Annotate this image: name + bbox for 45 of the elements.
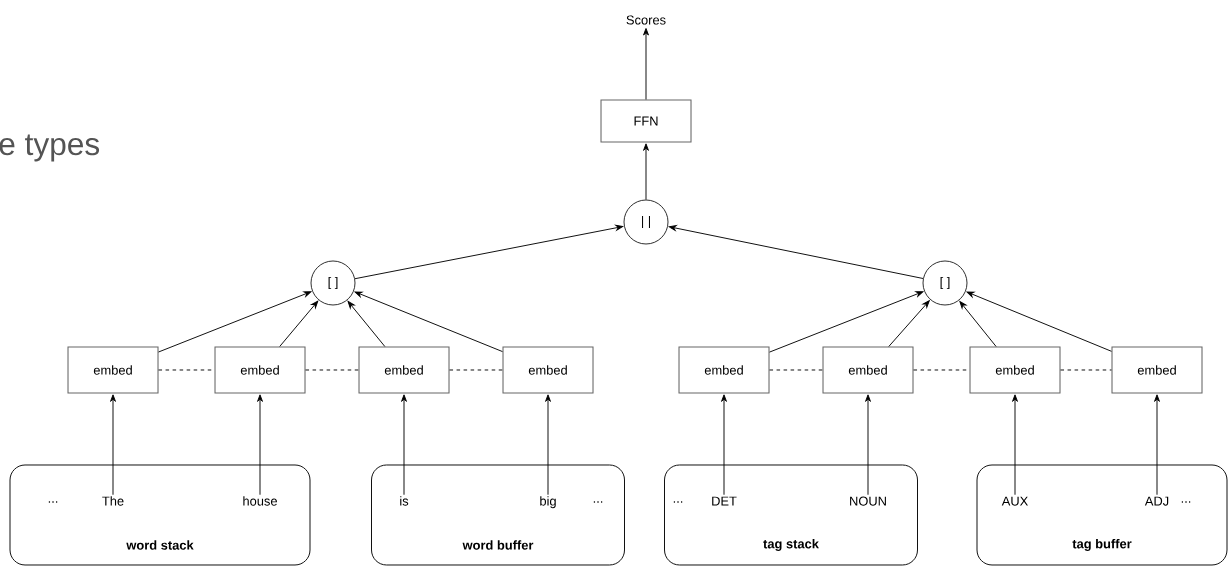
layer-box: embed — [678, 346, 770, 394]
layer-box: embed — [1111, 346, 1203, 394]
arrow — [959, 301, 997, 347]
token-text: is — [400, 496, 409, 506]
arrow — [401, 394, 407, 496]
arrow — [354, 224, 624, 280]
token-text: The — [102, 496, 124, 506]
dashed-line — [913, 369, 970, 371]
arrow — [347, 300, 386, 347]
arrow — [1012, 394, 1018, 496]
heading-text: e types — [0, 134, 100, 162]
layer-box: embed — [358, 346, 450, 394]
arrow — [158, 291, 312, 353]
arrow — [643, 28, 649, 100]
layer-box: embed — [502, 346, 594, 394]
layer-box: embed — [214, 346, 306, 394]
arrow — [354, 291, 503, 353]
dashed-line — [769, 369, 823, 371]
dashed-line — [449, 369, 503, 371]
arrow — [279, 300, 319, 347]
token-text: NOUN — [850, 496, 886, 506]
layer-box: embed — [969, 346, 1061, 394]
dashed-line — [1060, 369, 1112, 371]
layer-box: embed — [67, 346, 159, 394]
arrow — [257, 394, 263, 496]
arrow — [721, 394, 727, 496]
token-text: DET — [712, 496, 737, 506]
token-text: ADJ — [1144, 496, 1169, 506]
token-text: AUX — [1001, 496, 1028, 506]
output-label: Scores — [626, 15, 666, 25]
dashed-line — [158, 369, 215, 371]
arrow — [110, 394, 116, 496]
arrow — [769, 291, 924, 353]
token-text: big — [540, 496, 556, 509]
arrow — [643, 143, 649, 201]
arrow — [668, 225, 924, 279]
layer-box: FFN — [600, 99, 692, 143]
dashed-line — [305, 369, 359, 371]
arrow — [545, 394, 551, 496]
arrow — [888, 300, 930, 347]
arrow — [1154, 394, 1160, 496]
layer-box: embed — [822, 346, 914, 394]
token-text: house — [243, 496, 277, 506]
arrow — [966, 291, 1112, 352]
arrow — [865, 394, 871, 496]
